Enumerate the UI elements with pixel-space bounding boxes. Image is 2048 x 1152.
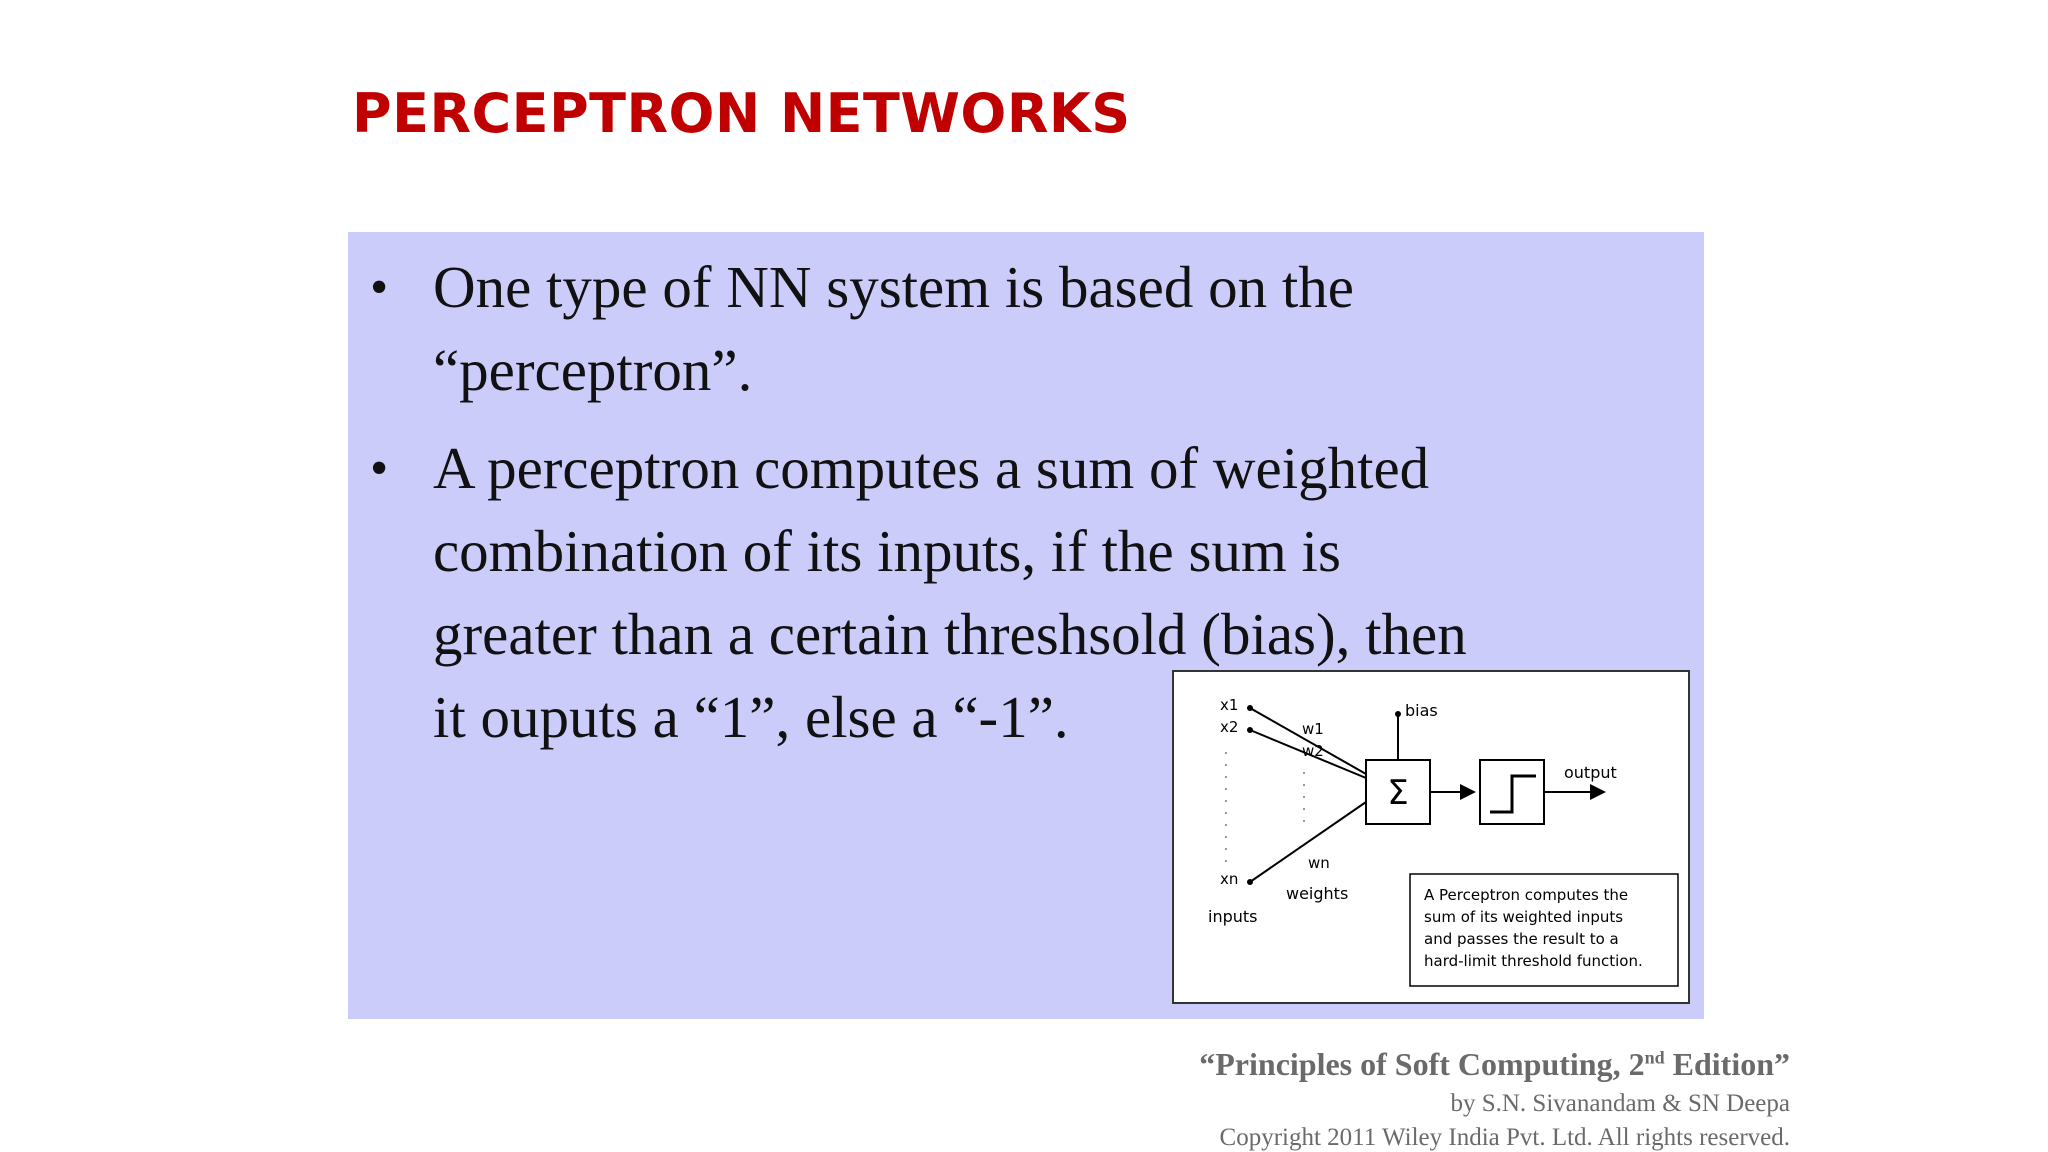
diagram-caption-line: and passes the result to a [1424, 930, 1619, 948]
input-label-x2: x2 [1220, 718, 1238, 736]
footer-title-sup: nd [1644, 1047, 1665, 1068]
input-label-xn: xn [1220, 870, 1238, 888]
sum-symbol: Σ [1387, 773, 1408, 813]
connection-xn [1249, 801, 1367, 883]
diagram-caption-line: hard-limit threshold function. [1424, 952, 1643, 970]
diagram-caption-box [1409, 873, 1679, 987]
bias-node [1395, 711, 1401, 717]
bias-label: bias [1405, 701, 1438, 720]
diagram-caption-line: A Perceptron computes the [1424, 886, 1628, 904]
content-box: • One type of NN system is based on the … [348, 232, 1704, 1019]
footer-title-suffix: Edition” [1664, 1046, 1790, 1082]
weight-label-w2: w2 [1302, 742, 1324, 760]
input-label-x1: x1 [1220, 696, 1238, 714]
output-label: output [1564, 763, 1617, 782]
footer-book-title: “Principles of Soft Computing, 2nd Editi… [1199, 1046, 1790, 1083]
footer-title-prefix: “Principles of Soft Computing, 2 [1199, 1046, 1645, 1082]
bullet-text: A perceptron computes a sum of weighted … [433, 435, 1467, 750]
bullet-text: One type of NN system is based on the “p… [433, 254, 1354, 403]
weight-label-w1: w1 [1302, 720, 1324, 738]
diagram-caption-line: sum of its weighted inputs [1424, 908, 1623, 926]
perceptron-diagram-svg: x1 x2 xn w1 w2 wn inputs weights bias Σ [1208, 696, 1679, 987]
weights-caption: weights [1286, 884, 1348, 903]
footer-copyright: Copyright 2011 Wiley India Pvt. Ltd. All… [1219, 1124, 1790, 1151]
connection-x1 [1249, 707, 1367, 775]
step-function-icon [1490, 774, 1536, 814]
bullet-marker: • [370, 440, 389, 497]
weight-label-wn: wn [1308, 854, 1330, 872]
connection-x2 [1249, 729, 1367, 779]
bullet-marker: • [370, 259, 389, 316]
perceptron-diagram: x1 x2 xn w1 w2 wn inputs weights bias Σ [1172, 670, 1690, 1004]
slide-title: PERCEPTRON NETWORKS [352, 82, 1131, 145]
inputs-caption: inputs [1208, 907, 1258, 926]
footer-authors: by S.N. Sivanandam & SN Deepa [1450, 1090, 1790, 1117]
